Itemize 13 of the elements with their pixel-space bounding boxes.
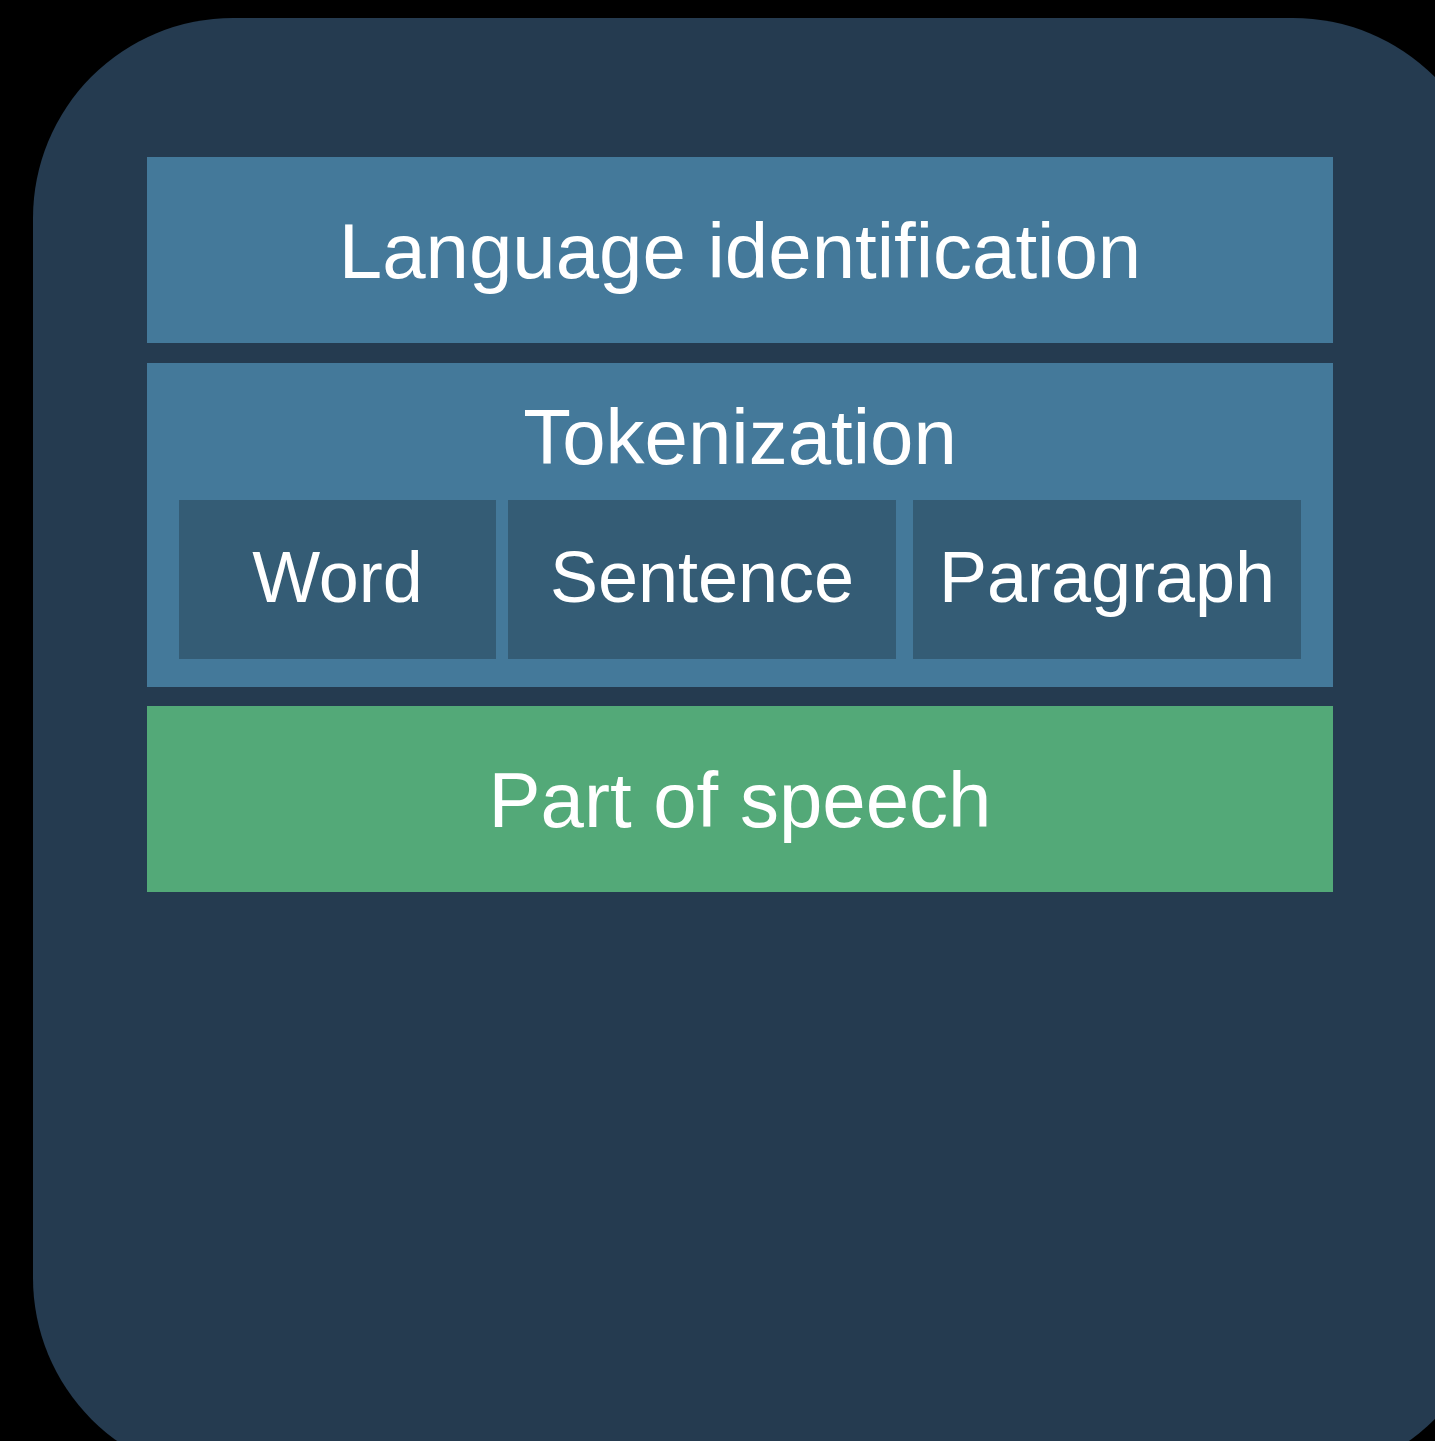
sub-box bbox=[913, 500, 1301, 659]
layer-label: Sentence bbox=[548, 536, 856, 619]
layer-label: Paragraph bbox=[937, 536, 1277, 619]
sub-box bbox=[179, 500, 496, 659]
layer-band bbox=[147, 363, 1333, 687]
layer-band bbox=[147, 157, 1333, 343]
layer-label: Tokenization bbox=[522, 393, 958, 483]
sub-box bbox=[508, 500, 896, 659]
layer-label: Part of speech bbox=[487, 756, 993, 846]
layer-label: Language identification bbox=[337, 207, 1143, 297]
layer-label: Word bbox=[251, 536, 424, 619]
rounded-panel bbox=[33, 18, 1435, 1441]
layer-band bbox=[147, 706, 1333, 892]
